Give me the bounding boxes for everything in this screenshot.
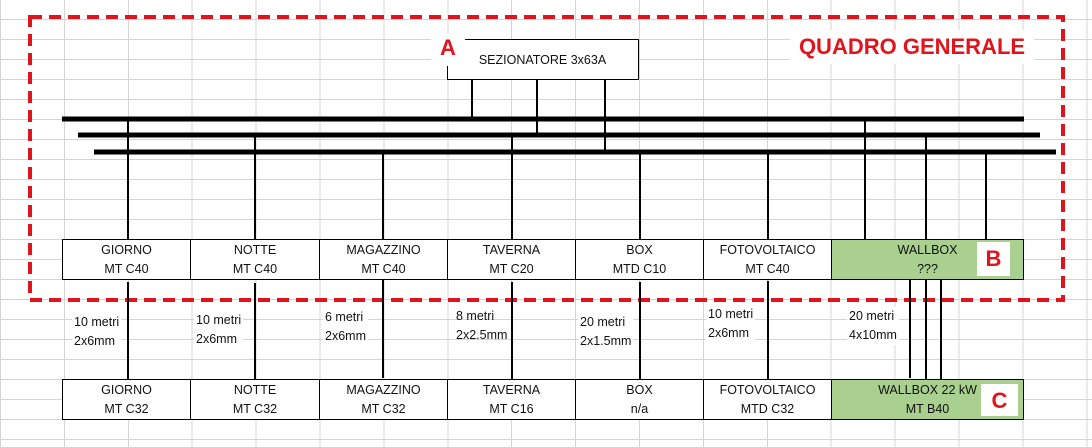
main-switch-box: SEZIONATORE 3x63A xyxy=(447,39,639,80)
cable-section: 4x10mm xyxy=(849,328,897,342)
cable-length: 6 metri xyxy=(325,310,364,324)
cable-label-box: 20 metri 2x1.5mm xyxy=(578,313,634,351)
upper-breaker-fotovoltaico: FOTOVOLTAICO MT C40 xyxy=(703,239,832,280)
lower-breaker-giorno: GIORNO MT C32 xyxy=(62,379,191,420)
main-switch-label: SEZIONATORE 3x63A xyxy=(478,53,607,67)
lower-breaker-box: BOX n/a xyxy=(575,379,704,420)
cable-label-fotovoltaico: 10 metri 2x6mm xyxy=(706,305,756,343)
breaker-rating: MTD C10 xyxy=(612,262,667,276)
cable-length: 10 metri xyxy=(708,307,754,321)
cable-section: 2x6mm xyxy=(708,326,749,340)
cable-length: 20 metri xyxy=(580,315,626,329)
breaker-name: BOX xyxy=(626,383,653,397)
breaker-rating: MT C20 xyxy=(489,262,534,276)
cable-label-notte: 10 metri 2x6mm xyxy=(194,311,244,349)
lower-breaker-taverna: TAVERNA MT C16 xyxy=(447,379,576,420)
upper-breaker-magazzino: MAGAZZINO MT C40 xyxy=(319,239,448,280)
cable-section: 2x6mm xyxy=(325,329,366,343)
breaker-rating: ??? xyxy=(917,262,938,276)
breaker-rating: MT C40 xyxy=(361,262,406,276)
cable-label-giorno: 10 metri 2x6mm xyxy=(72,313,122,351)
cable-length: 10 metri xyxy=(196,313,242,327)
cable-section: 2x2.5mm xyxy=(456,328,508,342)
breaker-name: TAVERNA xyxy=(482,383,541,397)
cable-length: 20 metri xyxy=(849,309,895,323)
breaker-rating: MT C40 xyxy=(745,262,790,276)
breaker-rating: MT C32 xyxy=(232,402,278,416)
breaker-name: NOTTE xyxy=(233,383,277,397)
main-switch-box-edge xyxy=(447,66,448,80)
breaker-name: FOTOVOLTAICO xyxy=(719,243,816,257)
lower-breaker-fotovoltaico: FOTOVOLTAICO MTD C32 xyxy=(703,379,832,420)
breaker-name: TAVERNA xyxy=(482,243,541,257)
breaker-name: FOTOVOLTAICO xyxy=(719,383,816,397)
upper-breaker-box: BOX MTD C10 xyxy=(575,239,704,280)
breaker-name: GIORNO xyxy=(101,243,152,257)
cable-label-taverna: 8 metri 2x2.5mm xyxy=(454,307,509,345)
cable-label-magazzino: 6 metri 2x6mm xyxy=(323,308,368,346)
breaker-rating: MT C32 xyxy=(104,402,149,416)
breaker-rating: MT B40 xyxy=(905,402,950,416)
breaker-rating: n/a xyxy=(630,402,649,416)
breaker-rating: MT C40 xyxy=(104,262,149,276)
marker-a: A xyxy=(431,34,465,66)
breaker-name: MAGAZZINO xyxy=(346,243,421,257)
lower-breaker-magazzino: MAGAZZINO MT C32 xyxy=(319,379,448,420)
breaker-name: NOTTE xyxy=(233,243,277,257)
upper-breaker-giorno: GIORNO MT C40 xyxy=(62,239,191,280)
cable-section: 2x6mm xyxy=(74,334,115,348)
breaker-rating: MT C32 xyxy=(361,402,406,416)
breaker-name: GIORNO xyxy=(101,383,152,397)
breaker-rating: MT C16 xyxy=(489,402,534,416)
marker-b: B xyxy=(977,242,1010,276)
quadro-boundary xyxy=(28,15,1065,302)
cable-label-wallbox: 20 metri 4x10mm xyxy=(847,307,899,345)
breaker-name: MAGAZZINO xyxy=(346,383,421,397)
cable-length: 8 metri xyxy=(456,309,495,323)
upper-breaker-taverna: TAVERNA MT C20 xyxy=(447,239,576,280)
breaker-rating: MTD C32 xyxy=(740,402,795,416)
cable-section: 2x6mm xyxy=(196,332,237,346)
lower-breaker-notte: NOTTE MT C32 xyxy=(190,379,320,420)
upper-breaker-notte: NOTTE MT C40 xyxy=(190,239,320,280)
breaker-name: WALLBOX xyxy=(897,243,958,257)
cable-section: 2x1.5mm xyxy=(580,334,632,348)
panel-title: QUADRO GENERALE xyxy=(790,30,1034,64)
breaker-name: BOX xyxy=(626,243,653,257)
breaker-name: WALLBOX 22 kW xyxy=(878,383,977,397)
cable-length: 10 metri xyxy=(74,315,120,329)
marker-c: C xyxy=(981,384,1018,416)
breaker-rating: MT C40 xyxy=(232,262,278,276)
